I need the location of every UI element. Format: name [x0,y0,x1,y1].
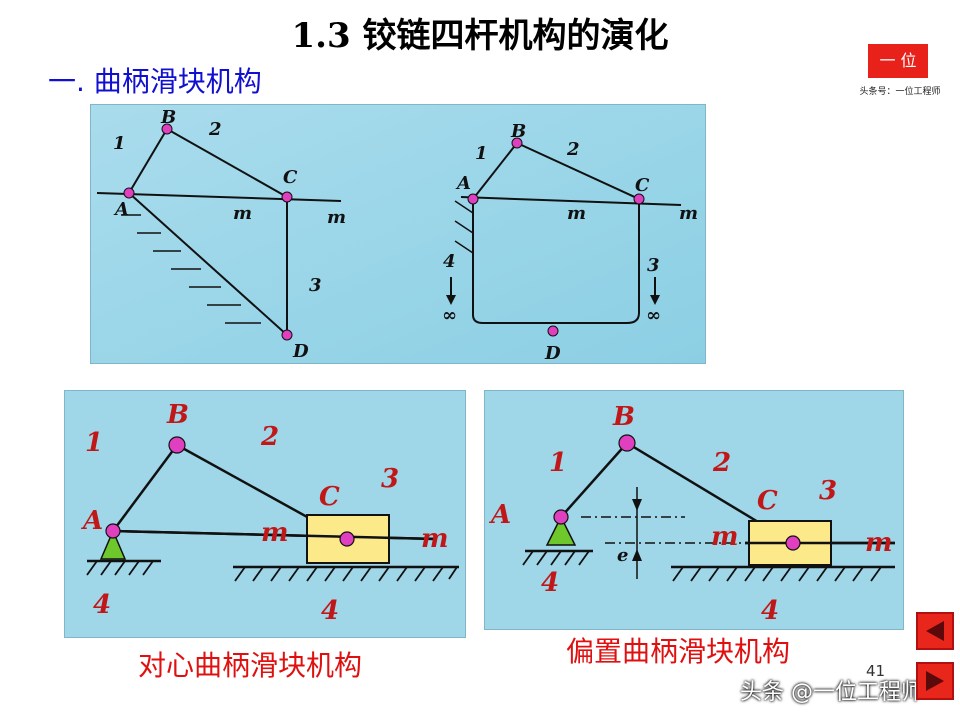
caption-offset: 偏置曲柄滑块机构 [566,635,791,668]
joint-c [785,535,801,551]
label-e: e [617,545,628,566]
page-number: 41 [866,662,886,680]
section-heading: 一. 曲柄滑块机构 [48,65,262,98]
label-c: C [319,482,340,512]
label-3-right: 3 [647,255,660,276]
label-4-left: 4 [93,590,111,620]
label-m1-right: m [567,203,586,224]
label-a: A [113,199,129,220]
label-2: 2 [208,119,222,140]
label-m1: m [261,518,289,548]
top-diagrams-panel: B 1 2 C A m m 3 D [90,104,706,364]
label-m1: m [711,522,739,552]
label-b: B [612,402,635,432]
caption-centric: 对心曲柄滑块机构 [138,649,363,682]
label-a-right: A [455,173,471,194]
label-c: C [283,167,298,188]
label-a: A [80,506,103,536]
label-m2-right: m [679,203,698,224]
offset-slider-crank-panel: B 1 2 C 3 A m m 4 4 e [484,390,904,630]
label-d: D [292,341,309,362]
panel-bg [65,391,465,637]
label-1: 1 [549,448,567,478]
joint-b [618,434,636,452]
label-3: 3 [309,275,322,296]
label-inf-right: ∞ [646,305,661,326]
joint-b [168,436,186,454]
brand-logo: 一 位 [868,44,928,78]
label-b: B [160,107,176,128]
brand-subtitle: 头条号：一位工程师 [859,87,941,97]
label-m1: m [233,203,252,224]
panel-bg [91,105,705,363]
triangle-right-icon [926,671,944,691]
label-4-right: 4 [443,251,456,272]
four-bar-diagrams: B 1 2 C A m m 3 D [91,105,705,363]
label-1: 1 [85,428,103,458]
label-4-right: 4 [761,596,779,626]
previous-slide-button[interactable] [916,612,954,650]
label-m2: m [327,207,346,228]
label-4-left: 4 [541,568,559,598]
joint-c [339,531,355,547]
joint-d-right [547,325,559,337]
next-slide-button[interactable] [916,662,954,700]
ground-support-a [99,529,127,560]
label-m2: m [421,524,449,554]
centric-slider-crank-panel: B 1 2 C 3 A m m 4 4 [64,390,466,638]
joint-a [105,523,121,539]
joint-d [281,329,293,341]
label-b: B [166,400,189,430]
centric-slider-crank-diagram: B 1 2 C 3 A m m 4 4 [65,391,465,637]
offset-slider-crank-diagram: B 1 2 C 3 A m m 4 4 e [485,391,903,629]
panel-bg [485,391,903,629]
joint-a-right [467,193,479,205]
ground-support-a [545,515,577,546]
diagram-four-bar [96,128,342,336]
watermark-text: 头条 @一位工程师 [740,680,923,705]
label-3: 3 [819,476,837,506]
label-d-right: D [544,343,561,363]
slide-title: 1.3 铰链四杆机构的演化 [291,16,669,56]
label-c-right: C [635,175,650,196]
joint-c [281,191,293,203]
label-m2: m [865,528,893,558]
label-b-right: B [510,121,526,142]
label-2: 2 [712,448,731,478]
label-1-right: 1 [475,143,488,164]
label-c: C [757,486,778,516]
label-a: A [488,500,511,530]
triangle-left-icon [926,621,944,641]
label-2-right: 2 [566,139,580,160]
joint-a [123,187,135,199]
label-1: 1 [113,133,126,154]
joint-c-right [633,193,645,205]
joint-a [553,509,569,525]
label-inf-left: ∞ [442,305,457,326]
joint-b [161,123,173,135]
label-4-right: 4 [321,596,339,626]
label-3: 3 [381,464,399,494]
joint-b-right [511,137,523,149]
label-2: 2 [260,422,279,452]
